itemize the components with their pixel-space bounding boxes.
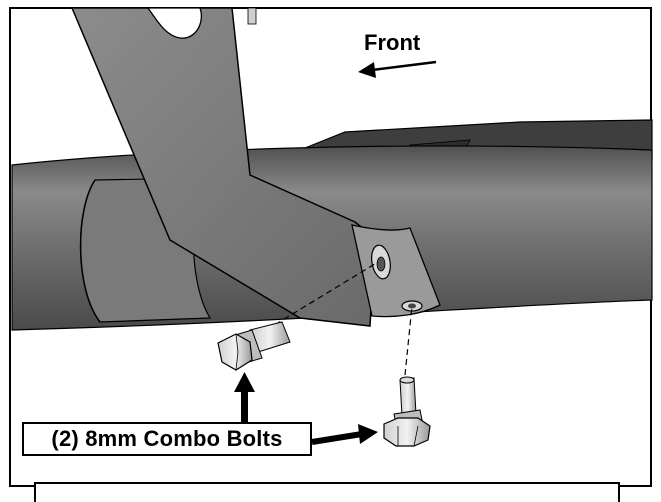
bolt-callout: (2) 8mm Combo Bolts: [22, 422, 312, 456]
tube-sleeve-edge: [79, 179, 101, 323]
bolt-2: [383, 376, 431, 447]
bolt-1: [217, 321, 291, 371]
bolt-hole-upper-inner: [376, 256, 386, 272]
caption-box: [34, 482, 620, 502]
up-arrow-icon: [234, 372, 255, 422]
bolt-hole-lower-inner: [408, 303, 416, 309]
left-arrow-icon: [358, 60, 437, 78]
right-arrow-icon: [311, 424, 378, 445]
bolt-callout-text: (2) 8mm Combo Bolts: [51, 426, 283, 451]
front-label: Front: [364, 30, 421, 55]
bracket-slot: [146, 7, 202, 39]
alignment-line-2: [404, 305, 413, 376]
bracket-tab: [247, 7, 257, 25]
